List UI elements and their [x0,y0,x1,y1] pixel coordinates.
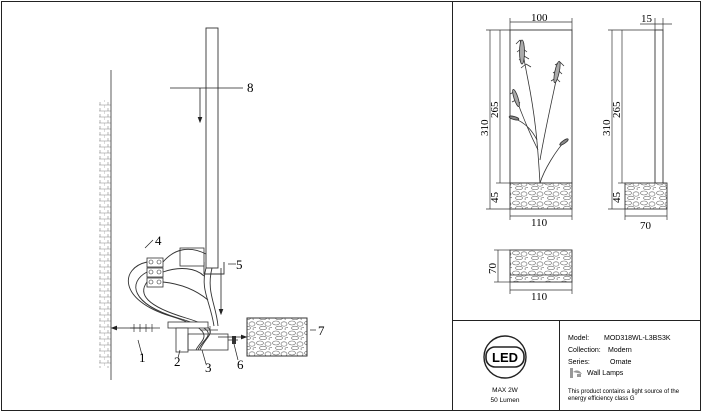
energy-note-line2: energy efficiency class G [568,396,635,402]
collection-value: Modern [608,347,632,354]
top-base [509,249,573,283]
callout-3: 3 [205,360,212,375]
series-value: Ornate [610,359,632,366]
lamp-body [205,27,219,269]
front-view: 100 310 265 45 110 [479,12,573,229]
top-view: 70 110 [487,249,573,303]
terminal-blocks [146,257,164,288]
dim-side-base: 45 [611,192,623,204]
model-value: MOD318WL-L3BS3K [604,335,671,342]
collection-label: Collection: [568,347,601,354]
energy-note-line1: This product contains a light source of … [568,389,680,395]
side-panel [654,29,664,184]
side-view: 15 310 265 45 70 [601,13,672,232]
category-label: Wall Lamps [587,370,624,377]
callout-8: 8 [247,80,254,95]
callout-4: 4 [155,233,162,248]
wheat-decoration [508,39,569,184]
dim-front-base: 45 [489,192,501,204]
dim-front-base-width: 110 [531,217,548,229]
front-base [509,182,573,210]
dim-side-total: 310 [601,119,613,136]
stone-base [246,317,308,357]
dim-top-width: 110 [531,291,548,303]
installation-diagram: 1 2 3 4 5 6 7 8 [99,27,325,380]
wires [127,248,219,351]
series-label: Series: [568,359,590,366]
dim-side-base-depth: 70 [640,220,652,232]
callout-6: 6 [237,357,244,372]
dim-front-total: 310 [479,119,491,136]
wall-lamp-icon [570,368,582,378]
dim-front-lamp: 265 [489,101,501,118]
max-power: MAX 2W [492,387,519,394]
callout-5: 5 [236,257,243,272]
callout-1: 1 [139,350,146,365]
led-badge: LED MAX 2W 50 Lumen [483,335,527,404]
callout-2: 2 [174,354,181,369]
dim-side-lamp: 265 [611,101,623,118]
spec-box: Model: MOD318WL-L3BS3K Collection: Moder… [568,335,680,402]
dim-front-width: 100 [531,12,548,24]
dim-side-depth: 15 [641,13,653,25]
model-label: Model: [568,335,589,342]
side-base [624,182,668,210]
dim-top-depth: 70 [487,263,499,275]
wall-brick [99,100,111,368]
callout-7: 7 [318,323,325,338]
led-logo-text: LED [492,350,518,365]
lumen-value: 50 Lumen [491,397,520,404]
